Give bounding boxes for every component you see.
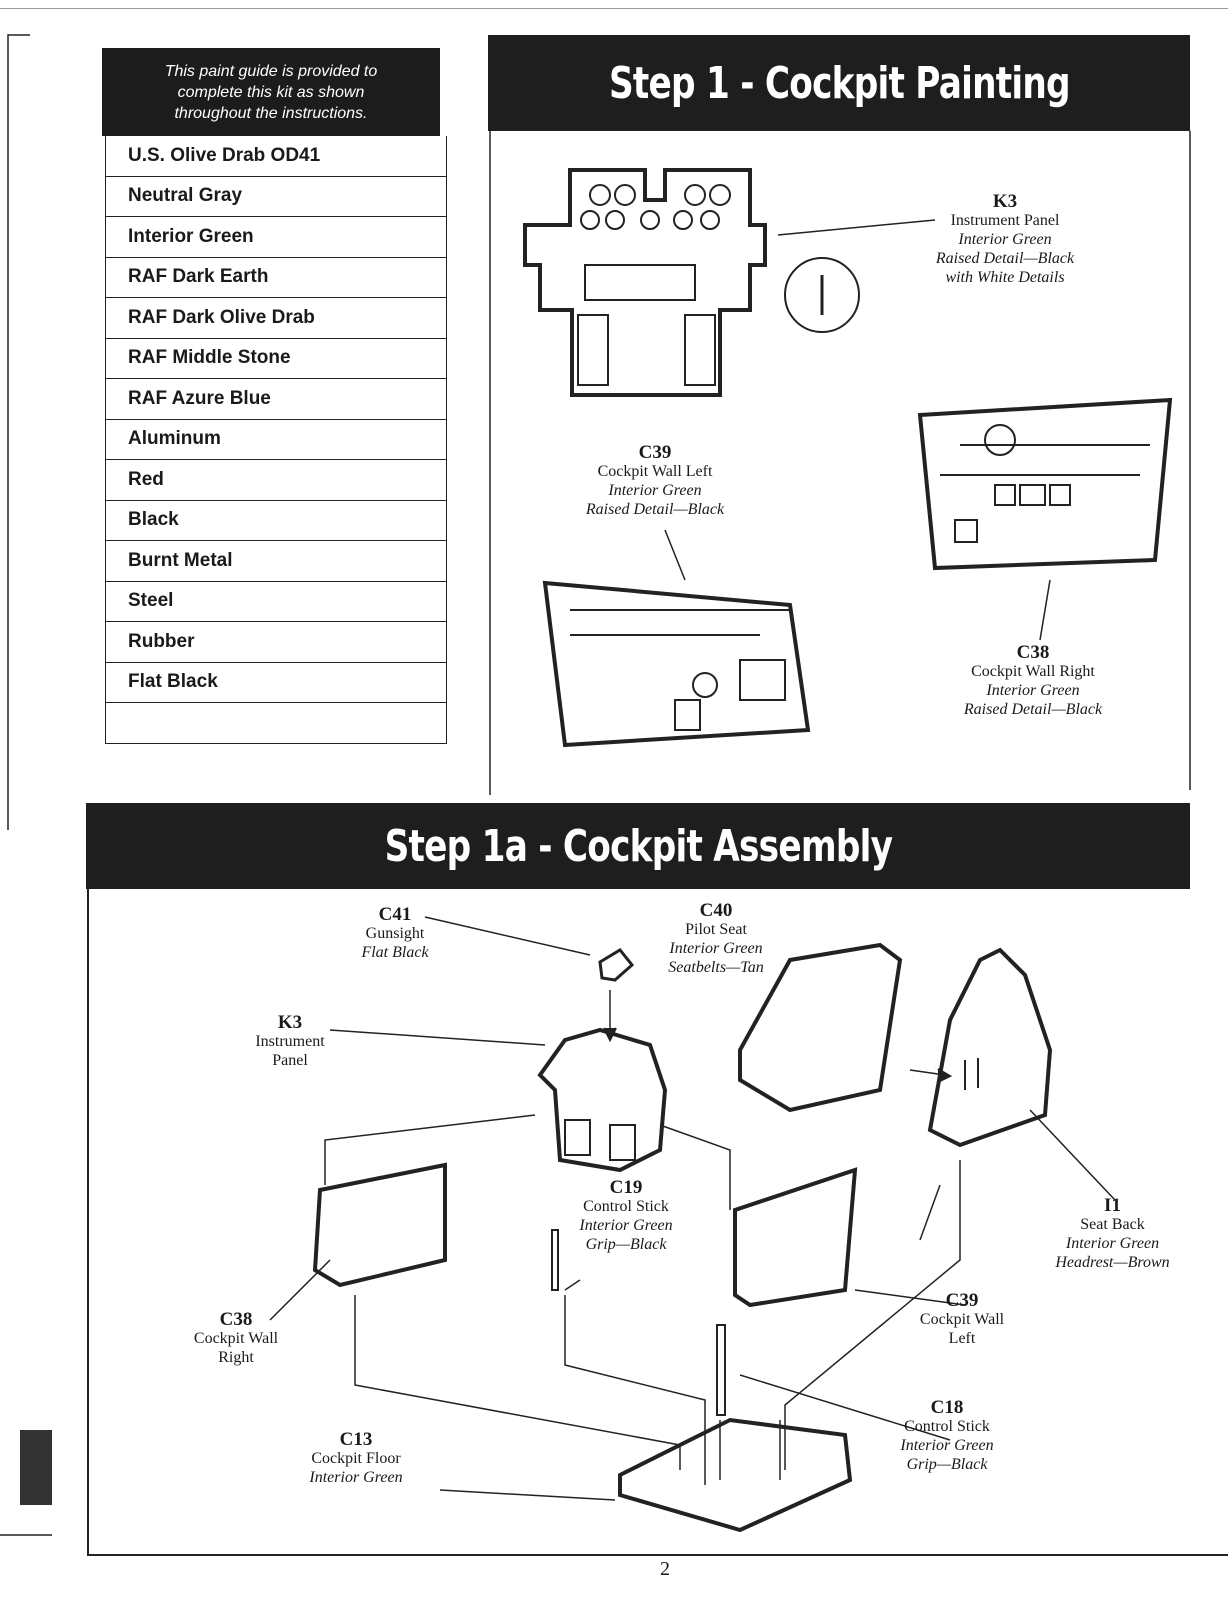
paint-note: Interior Green bbox=[669, 940, 763, 957]
part-name: Cockpit Wall Left bbox=[597, 463, 713, 480]
callout-k3-instrument-panel: K3 Instrument Panel Interior Green Raise… bbox=[920, 192, 1090, 287]
part-number: I1 bbox=[1104, 1195, 1121, 1216]
part-name: Panel bbox=[272, 1052, 308, 1069]
page-number: 2 bbox=[660, 1558, 670, 1580]
paint-color-row: Red bbox=[106, 460, 446, 501]
step1a-title: Step 1a - Cockpit Assembly bbox=[384, 820, 892, 872]
callout-c40-pilot-seat: C40 Pilot Seat Interior Green Seatbelts—… bbox=[656, 901, 776, 977]
paint-note: Raised Detail—Black bbox=[963, 701, 1103, 718]
part-number: C39 bbox=[638, 442, 672, 463]
paint-note: Grip—Black bbox=[906, 1456, 988, 1473]
gunsight-drawing bbox=[598, 948, 635, 982]
part-number: C41 bbox=[378, 904, 412, 925]
part-name: Cockpit Wall Right bbox=[971, 663, 1095, 680]
cockpit-wall-left-drawing bbox=[542, 580, 811, 748]
seat-back-drawing bbox=[927, 947, 1053, 1148]
part-name: Instrument Panel bbox=[950, 212, 1060, 229]
paint-note: Interior Green bbox=[309, 1469, 403, 1486]
part-number: K3 bbox=[277, 1012, 303, 1033]
part-number: C40 bbox=[699, 900, 733, 921]
logo-tab-icon bbox=[20, 1430, 52, 1505]
paint-note: Interior Green bbox=[900, 1437, 994, 1454]
paint-note: Flat Black bbox=[361, 944, 429, 961]
callout-c41-gunsight: C41 Gunsight Flat Black bbox=[335, 905, 455, 962]
callout-k3-instrument-panel-assembly: K3 Instrument Panel bbox=[230, 1013, 350, 1070]
part-name: Control Stick bbox=[583, 1198, 669, 1215]
part-number: C38 bbox=[1016, 642, 1050, 663]
control-stick-c19-drawing bbox=[551, 1229, 559, 1291]
paint-guide-header: This paint guide is provided to complete… bbox=[102, 48, 440, 136]
paint-note: Headrest—Brown bbox=[1055, 1254, 1170, 1271]
step1-title: Step 1 - Cockpit Painting bbox=[608, 57, 1071, 109]
part-name: Cockpit Wall bbox=[193, 1330, 279, 1347]
paint-note: with White Details bbox=[945, 269, 1065, 286]
paint-color-row: RAF Dark Earth bbox=[106, 258, 446, 298]
paint-color-row: Neutral Gray bbox=[106, 177, 446, 217]
part-name: Instrument bbox=[255, 1033, 325, 1050]
left-margin-rule bbox=[7, 34, 30, 830]
part-name: Cockpit Floor bbox=[311, 1450, 401, 1467]
paint-color-row: Steel bbox=[106, 582, 446, 622]
part-number: K3 bbox=[992, 191, 1018, 212]
paint-color-row: Flat Black bbox=[106, 663, 446, 703]
paint-color-row bbox=[106, 703, 446, 744]
part-name: Control Stick bbox=[904, 1418, 990, 1435]
part-name: Left bbox=[948, 1330, 976, 1347]
pilot-seat-drawing bbox=[738, 942, 903, 1113]
part-name: Gunsight bbox=[365, 925, 425, 942]
part-number: C18 bbox=[930, 1397, 964, 1418]
paint-note: Interior Green bbox=[608, 482, 702, 499]
cockpit-wall-right-assembly-drawing bbox=[312, 1162, 447, 1288]
paint-note: Interior Green bbox=[1065, 1235, 1160, 1252]
part-number: C19 bbox=[609, 1177, 643, 1198]
paint-guide-intro: This paint guide is provided to complete… bbox=[164, 62, 378, 122]
paint-note: Raised Detail—Black bbox=[935, 250, 1075, 267]
paint-note: Grip—Black bbox=[585, 1236, 667, 1253]
paint-color-row: RAF Middle Stone bbox=[106, 339, 446, 379]
part-number: C38 bbox=[219, 1309, 253, 1330]
paint-color-row: Interior Green bbox=[106, 217, 446, 258]
paint-note: Interior Green bbox=[579, 1217, 673, 1234]
paint-color-row: Burnt Metal bbox=[106, 541, 446, 582]
callout-c13-cockpit-floor: C13 Cockpit Floor Interior Green bbox=[296, 1430, 416, 1487]
callout-c38-wall-right-assembly: C38 Cockpit Wall Right bbox=[176, 1310, 296, 1367]
part-name: Cockpit Wall bbox=[919, 1311, 1005, 1328]
callout-c19-control-stick: C19 Control Stick Interior Green Grip—Bl… bbox=[566, 1178, 686, 1254]
callout-c18-control-stick: C18 Control Stick Interior Green Grip—Bl… bbox=[887, 1398, 1007, 1474]
page-top-rule bbox=[0, 8, 1228, 9]
paint-color-row: Aluminum bbox=[106, 420, 446, 460]
paint-note: Interior Green bbox=[986, 682, 1080, 699]
callout-c39-wall-left: C39 Cockpit Wall Left Interior Green Rai… bbox=[570, 443, 740, 519]
paint-color-row: Black bbox=[106, 501, 446, 541]
control-stick-c18-drawing bbox=[716, 1324, 726, 1416]
step1-banner: Step 1 - Cockpit Painting bbox=[488, 35, 1190, 131]
paint-note: Interior Green bbox=[958, 231, 1052, 248]
paint-note: Seatbelts—Tan bbox=[668, 959, 764, 976]
part-name: Right bbox=[218, 1349, 254, 1366]
part-number: C13 bbox=[339, 1429, 373, 1450]
paint-color-row: Rubber bbox=[106, 622, 446, 663]
part-number: C39 bbox=[945, 1290, 979, 1311]
part-name: Seat Back bbox=[1080, 1216, 1145, 1233]
paint-color-row: RAF Dark Olive Drab bbox=[106, 298, 446, 339]
paint-note: Raised Detail—Black bbox=[585, 501, 725, 518]
callout-c38-wall-right: C38 Cockpit Wall Right Interior Green Ra… bbox=[948, 643, 1118, 719]
paint-color-row: RAF Azure Blue bbox=[106, 379, 446, 420]
step1a-frame bbox=[87, 889, 1228, 1556]
callout-i1-seat-back: I1 Seat Back Interior Green Headrest—Bro… bbox=[1045, 1196, 1180, 1272]
part-name: Pilot Seat bbox=[685, 921, 747, 938]
paint-color-row: U.S. Olive Drab OD41 bbox=[106, 136, 446, 177]
instrument-panel-assembly-drawing bbox=[537, 1027, 668, 1173]
cockpit-wall-left-assembly-drawing bbox=[733, 1167, 858, 1308]
cockpit-floor-drawing bbox=[618, 1417, 853, 1533]
instrument-panel-drawing bbox=[523, 168, 860, 397]
callout-c39-wall-left-assembly: C39 Cockpit Wall Left bbox=[902, 1291, 1022, 1348]
step1a-banner: Step 1a - Cockpit Assembly bbox=[86, 803, 1190, 889]
cockpit-wall-right-drawing bbox=[917, 397, 1173, 571]
step1-frame bbox=[489, 131, 1191, 795]
